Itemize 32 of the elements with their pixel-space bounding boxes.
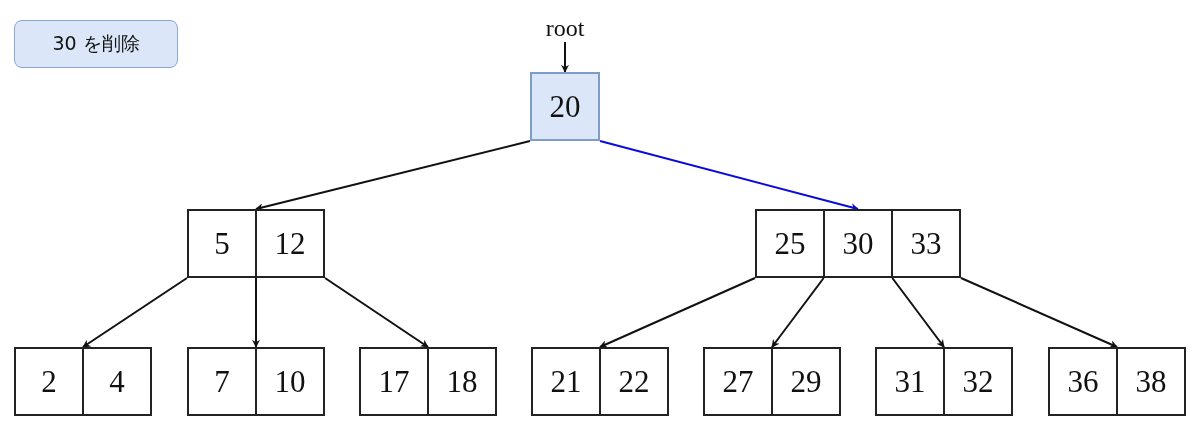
key-cell: 30 [823, 209, 893, 278]
key-cell: 25 [755, 209, 825, 278]
arrow [255, 140, 531, 212]
key-cell: 20 [530, 72, 600, 141]
key-cell: 4 [82, 347, 152, 416]
key-cell: 7 [187, 347, 257, 416]
arrow [960, 277, 1118, 348]
key-cell: 38 [1116, 347, 1186, 416]
key-cell: 18 [427, 347, 497, 416]
key-cell: 22 [599, 347, 669, 416]
key-cell: 5 [187, 209, 257, 278]
key-cell: 29 [771, 347, 841, 416]
key-cell: 36 [1048, 347, 1118, 416]
key-cell: 33 [891, 209, 961, 278]
key-cell: 21 [531, 347, 601, 416]
key-cell: 2 [14, 347, 84, 416]
arrow [771, 277, 825, 348]
key-cell: 32 [943, 347, 1013, 416]
arrow [599, 140, 859, 212]
arrow [561, 41, 569, 73]
arrow [891, 277, 945, 348]
arrow [599, 277, 756, 348]
arrow [82, 277, 188, 348]
key-cell: 12 [255, 209, 325, 278]
key-cell: 10 [255, 347, 325, 416]
key-cell: 27 [703, 347, 773, 416]
arrow [252, 277, 260, 348]
key-cell: 31 [875, 347, 945, 416]
pointer-label: root [525, 14, 605, 42]
delete-button: 30 を削除 [14, 20, 178, 68]
arrow [324, 277, 429, 348]
key-cell: 17 [359, 347, 429, 416]
